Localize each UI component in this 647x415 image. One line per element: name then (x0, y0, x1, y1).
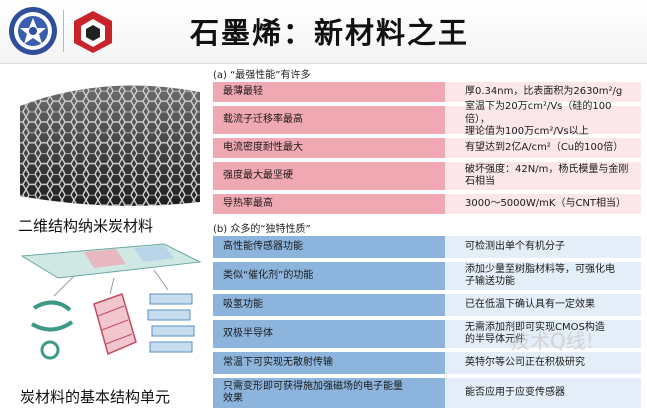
description-line: 3000～5000W/mK（与CNT相当） (465, 197, 627, 209)
property-label: 最薄最轻 (213, 82, 445, 102)
property-description: 室温下为20万cm²/Vs（硅的100倍），理论值为100万cm²/Vs以上 (445, 101, 641, 137)
description-line: 添加少量至树脂材料等，可强化电 (465, 263, 615, 275)
property-description: 无需添加剂即可实现CMOS构造的半导体元件 (445, 320, 641, 348)
property-description: 厚0.34nm，比表面积为2630m²/g (445, 82, 641, 102)
table-row: 类似“催化剂”的功能 添加少量至树脂材料等，可强化电子输送功能 (213, 262, 641, 290)
table-row: 电流密度耐性最大 有望达到2亿A/cm²（Cu的100倍） (213, 138, 641, 158)
property-label: 常温下可实现无散射传输 (213, 352, 445, 374)
property-label: 强度最大最坚硬 (213, 162, 445, 190)
table-row: 强度最大最坚硬 破坏强度：42N/m，杨氏模量与金刚石相当 (213, 162, 641, 190)
table-row: 载流子迁移率最高 室温下为20万cm²/Vs（硅的100倍），理论值为100万c… (213, 101, 641, 137)
table-row: 常温下可实现无散射传输 英特尔等公司正在积极研究 (213, 352, 641, 374)
hexagon-emblem-icon (74, 11, 112, 53)
logo-divider (63, 10, 64, 52)
section-a-heading: (a) “最强性能”有许多 (213, 70, 311, 81)
description-line: 可检测出单个有机分子 (465, 240, 565, 252)
property-label: 电流密度耐性最大 (213, 138, 445, 158)
description-line: 能否应用于应变传感器 (465, 386, 565, 398)
section-b-heading: (b) 众多的“独特性质” (213, 224, 311, 235)
table-row: 高性能传感器功能 可检测出单个有机分子 (213, 236, 641, 258)
description-line: 无需添加剂即可实现CMOS构造 (465, 321, 605, 333)
description-line: 破坏强度：42N/m，杨氏模量与金刚 (465, 163, 629, 175)
property-description: 能否应用于应变传感器 (445, 378, 641, 408)
property-label: 双极半导体 (213, 320, 445, 348)
graphene-caption: 二维结构纳米炭材料 (18, 217, 154, 235)
property-description: 破坏强度：42N/m，杨氏模量与金刚石相当 (445, 162, 641, 190)
property-label: 吸氢功能 (213, 294, 445, 316)
property-label: 类似“催化剂”的功能 (213, 262, 445, 290)
property-label: 导热率最高 (213, 194, 445, 214)
description-line: 有望达到2亿A/cm²（Cu的100倍） (465, 141, 624, 153)
description-line: 子输送功能 (465, 276, 515, 287)
property-description: 3000～5000W/mK（与CNT相当） (445, 194, 641, 214)
property-description: 有望达到2亿A/cm²（Cu的100倍） (445, 138, 641, 158)
description-line: 已在低温下确认具有一定效果 (465, 298, 595, 310)
table-row: 双极半导体 无需添加剂即可实现CMOS构造的半导体元件 (213, 320, 641, 348)
description-line: 的半导体元件 (465, 334, 525, 345)
page-title: 石墨烯：新材料之王 (190, 16, 470, 50)
table-row: 吸氢功能 已在低温下确认具有一定效果 (213, 294, 641, 316)
description-line: 厚0.34nm，比表面积为2630m²/g (465, 85, 623, 97)
graphene-lattice-image (14, 70, 206, 212)
carbon-units-caption: 炭材料的基本结构单元 (20, 388, 171, 406)
description-line: 英特尔等公司正在积极研究 (465, 356, 585, 368)
table-row: 最薄最轻 厚0.34nm，比表面积为2630m²/g (213, 82, 641, 102)
property-label: 只需变形即可获得施加强磁场的电子能量效果 (213, 378, 445, 408)
property-description: 可检测出单个有机分子 (445, 236, 641, 258)
university-seal-icon (9, 7, 57, 55)
property-description: 英特尔等公司正在积极研究 (445, 352, 641, 374)
header-bar: 石墨烯：新材料之王 (0, 0, 647, 64)
description-line: 理论值为100万cm²/Vs以上 (465, 126, 589, 138)
description-line: 室温下为20万cm²/Vs（硅的100倍）， (465, 101, 612, 125)
property-description: 添加少量至树脂材料等，可强化电子输送功能 (445, 262, 641, 290)
description-line: 石相当 (465, 176, 495, 187)
table-row: 只需变形即可获得施加强磁场的电子能量效果 能否应用于应变传感器 (213, 378, 641, 408)
watermark: 技术Q线! (510, 329, 594, 353)
property-description: 已在低温下确认具有一定效果 (445, 294, 641, 316)
table-row: 导热率最高 3000～5000W/mK（与CNT相当） (213, 194, 641, 214)
property-label: 载流子迁移率最高 (213, 106, 445, 134)
carbon-structures-image (14, 238, 206, 378)
property-label: 高性能传感器功能 (213, 236, 445, 258)
